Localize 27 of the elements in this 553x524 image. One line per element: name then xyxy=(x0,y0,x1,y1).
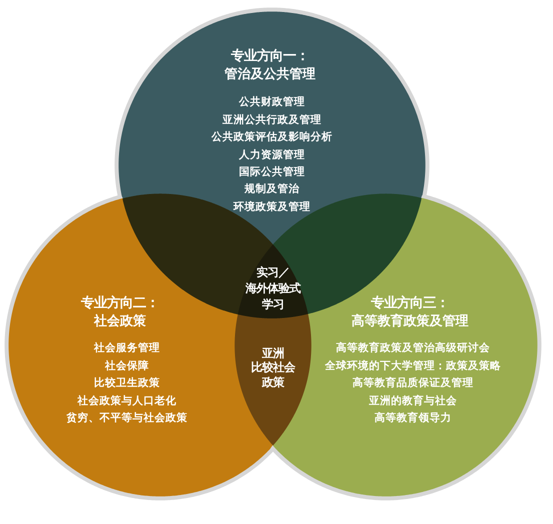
course-name: 全球环境的下大学管理：政策及策略 xyxy=(325,358,501,374)
section-heading: 专业方向三： xyxy=(371,295,449,313)
course-name: 公共政策评估及影响分析 xyxy=(212,130,332,146)
course-name: 高等教育政策及管治高级研讨会 xyxy=(336,340,490,356)
region-label: 亚洲比较社会政策 xyxy=(250,346,296,390)
course-name: 比较卫生政策 xyxy=(94,376,160,392)
course-name: 公共财政管理 xyxy=(239,95,305,110)
course-name: 环境政策及管理 xyxy=(234,200,310,215)
course-name: 亚洲的教育与社会 xyxy=(369,394,457,409)
course-name: 社会政策与人口老化 xyxy=(78,394,176,409)
section-subheading: 高等教育政策及管理 xyxy=(352,313,468,331)
course-name: 高等教育领导力 xyxy=(374,410,452,426)
course-name: 国际公共管理 xyxy=(239,165,305,180)
course-name: 人力资源管理 xyxy=(239,148,305,163)
section-subheading: 社会政策 xyxy=(94,313,146,331)
overlap-region xyxy=(234,313,312,446)
course-name: 亚洲公共行政及管理 xyxy=(222,112,322,128)
course-name: 社会保障 xyxy=(105,358,149,374)
overlap-region xyxy=(237,244,309,319)
section-subheading: 管治及公共管理 xyxy=(224,66,316,84)
course-name: 高等教育品质保证及管理 xyxy=(352,376,474,392)
course-name: 规制及管治 xyxy=(244,182,300,198)
region-label: 实习／海外体验式学习 xyxy=(244,265,302,313)
section-heading: 专业方向二： xyxy=(81,295,159,313)
course-name: 社会服务管理 xyxy=(94,341,160,356)
course-name: 贫穷、不平等与社会政策 xyxy=(66,411,188,426)
section-heading: 专业方向一： xyxy=(231,48,309,66)
